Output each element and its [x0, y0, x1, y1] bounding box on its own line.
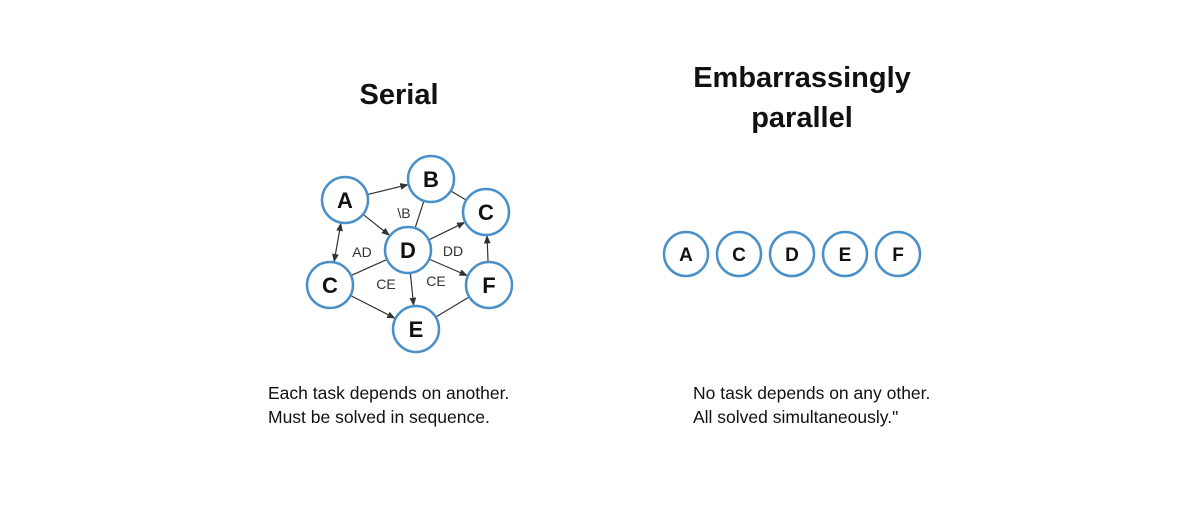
parallel-node-4-circle: [874, 230, 922, 278]
serial-node-F-label: F: [482, 273, 495, 298]
parallel-title-line1: Embarrassingly: [693, 62, 911, 94]
parallel-node-0-circle: [662, 230, 710, 278]
parallel-node-4-label: F: [892, 245, 904, 266]
serial-node-C2-label: C: [478, 200, 494, 225]
edge-F-C2: [483, 234, 491, 263]
edge-D-E: [409, 272, 417, 307]
serial-title: Serial: [359, 79, 439, 111]
parallel-caption-line2: All solved simultaneously.": [693, 407, 899, 427]
parallel-caption: No task depends on any other. All solved…: [693, 381, 930, 429]
edge-C1-E: [350, 294, 396, 320]
serial-node-C1-label: C: [322, 273, 338, 298]
serial-caption-line2: Must be solved in sequence.: [268, 407, 490, 427]
edge-label-ce1: CE: [376, 276, 395, 292]
edge-E-F: [435, 296, 470, 318]
serial-node-D-circle: [383, 225, 433, 275]
edge-C1-D: [350, 258, 388, 277]
parallel-node-3-circle: [821, 230, 869, 278]
serial-node-C2-circle: [461, 187, 511, 237]
edge-label-dd: DD: [443, 243, 463, 259]
serial-node-E-label: E: [409, 317, 424, 342]
parallel-node-3-label: E: [839, 245, 852, 266]
parallel-node-0-label: A: [679, 245, 693, 266]
edge-A-D: [362, 213, 391, 237]
serial-caption-line1: Each task depends on another.: [268, 383, 510, 403]
edge-D-F: [428, 258, 469, 277]
serial-node-F-circle: [464, 260, 514, 310]
edge-B-D: [414, 200, 425, 229]
parallel-node-2-circle: [768, 230, 816, 278]
edge-label-ad: AD: [352, 244, 371, 260]
serial-node-A-circle: [320, 175, 370, 225]
edge-label-b: \B: [397, 205, 410, 221]
parallel-node-1-label: C: [732, 245, 746, 266]
serial-node-A-label: A: [337, 188, 353, 213]
serial-node-B-label: B: [423, 167, 439, 192]
serial-caption: Each task depends on another. Must be so…: [268, 381, 509, 429]
edge-label-ce2: CE: [426, 273, 445, 289]
edge-A-C1: [332, 222, 343, 263]
edge-A-B: [367, 183, 409, 196]
serial-node-E-circle: [391, 304, 441, 354]
serial-node-D-label: D: [400, 238, 416, 263]
parallel-node-2-label: D: [785, 245, 799, 266]
edge-B-C2: [450, 190, 467, 201]
parallel-title-line2: parallel: [751, 102, 853, 134]
serial-node-C1-circle: [305, 260, 355, 310]
parallel-caption-line1: No task depends on any other.: [693, 383, 931, 403]
parallel-node-1-circle: [715, 230, 763, 278]
edge-D-C2: [428, 221, 466, 241]
serial-node-B-circle: [406, 154, 456, 204]
